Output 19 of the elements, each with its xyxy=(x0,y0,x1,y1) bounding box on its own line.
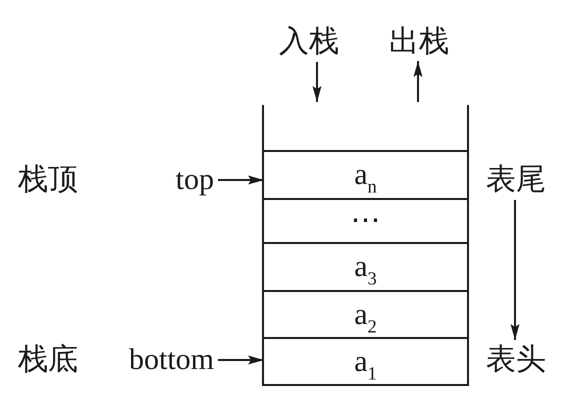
side-label: 栈底 xyxy=(18,343,78,377)
stack-slot: a$_{2}$ xyxy=(264,290,467,337)
end-label: 表尾 xyxy=(486,163,546,197)
stack-slot: a$_{3}$ xyxy=(264,242,467,290)
arrow xyxy=(510,200,520,340)
end-label: 表头 xyxy=(486,343,546,377)
operation-label: 入栈 xyxy=(279,25,339,59)
stack-container xyxy=(262,105,469,386)
pointer-label: bottom xyxy=(128,343,214,377)
arrow xyxy=(218,356,264,364)
arrow xyxy=(312,62,322,102)
side-label: 栈顶 xyxy=(18,163,78,197)
arrow xyxy=(218,176,264,184)
arrow xyxy=(414,61,422,102)
stack-slot: a$_{1}$ xyxy=(264,337,467,384)
stack-slot: a$_{n}$ xyxy=(264,150,467,198)
stack-slot: ⋯ xyxy=(264,198,467,242)
pointer-label: top xyxy=(176,163,214,197)
operation-label: 出栈 xyxy=(389,25,449,59)
